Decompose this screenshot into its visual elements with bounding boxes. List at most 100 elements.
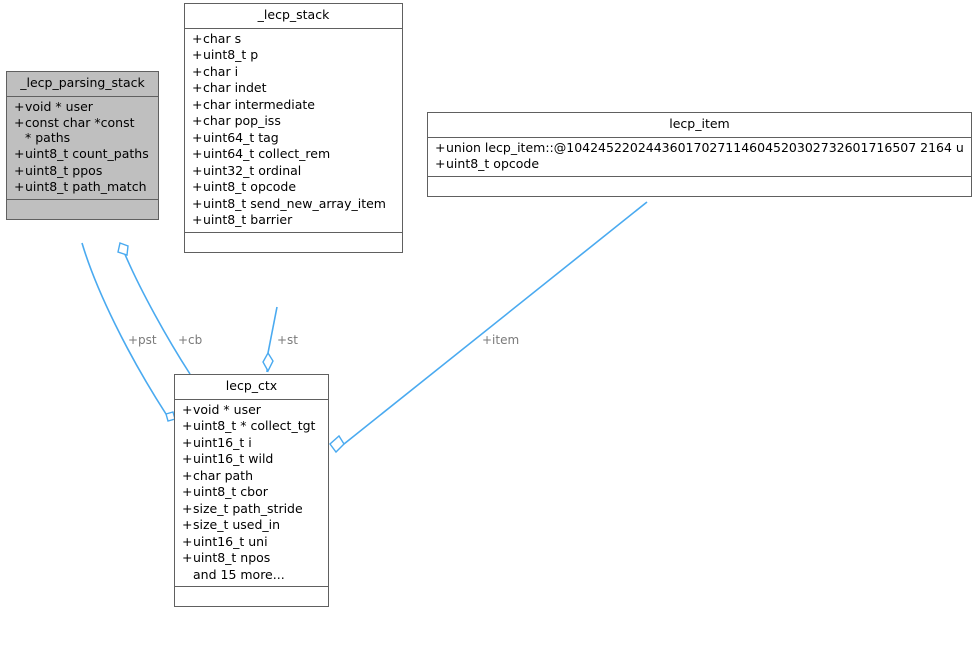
attribute-row: +char pop_iss (185, 113, 402, 130)
attribute-row: +uint8_t barrier (185, 212, 402, 229)
attribute-row: +uint8_t count_paths (7, 146, 158, 163)
attribute-row: +uint8_t ppos (7, 163, 158, 180)
class-title-lecp-parsing-stack: _lecp_parsing_stack (7, 72, 158, 97)
class-title-lecp-item: lecp_item (428, 113, 971, 138)
attribute-text: char indet (203, 80, 267, 95)
attribute-text: uint8_t opcode (203, 179, 297, 194)
visibility-marker: + (192, 129, 203, 145)
visibility-marker: + (192, 30, 203, 46)
class-title-lecp-ctx: lecp_ctx (175, 375, 328, 400)
class-title-lecp-stack: _lecp_stack (185, 4, 402, 29)
visibility-marker: + (182, 418, 193, 433)
edge-cb (117, 242, 191, 375)
class-box-lecp-item[interactable]: lecp_item +union lecp_item::@10424522024… (427, 112, 972, 197)
attribute-row: +uint8_t * collect_tgt (175, 418, 328, 435)
attribute-text: union lecp_item::@1042452202443601702711… (446, 139, 964, 155)
attribute-more-label: and 15 more... (193, 566, 285, 582)
attribute-row: +uint8_t opcode (428, 156, 971, 173)
attribute-row: +size_t used_in (175, 517, 328, 534)
visibility-marker: + (192, 179, 203, 194)
attribute-text: void * user (25, 98, 93, 114)
edge-st (262, 306, 278, 373)
visibility-marker: + (14, 179, 25, 194)
attribute-row: +uint16_t i (175, 435, 328, 452)
attribute-text: uint8_t cbor (193, 484, 268, 499)
edge-label-st: +st (277, 333, 299, 347)
attribute-text: uint16_t uni (193, 533, 268, 549)
visibility-marker: + (182, 484, 193, 499)
class-attributes-lecp-item: +union lecp_item::@104245220244360170271… (428, 138, 971, 177)
attribute-text: uint16_t wild (193, 451, 274, 466)
visibility-marker: + (192, 96, 203, 112)
attribute-row: +char indet (185, 80, 402, 97)
visibility-marker: + (192, 195, 203, 211)
attribute-text: size_t used_in (193, 517, 281, 532)
attribute-text: uint8_t barrier (203, 212, 293, 227)
visibility-marker: + (192, 80, 203, 95)
attribute-text: uint8_t p (203, 47, 259, 62)
attribute-row: +uint8_t cbor (175, 484, 328, 501)
attribute-row: +uint8_t send_new_array_item (185, 196, 402, 213)
attribute-text: uint8_t npos (193, 550, 271, 565)
attribute-text: uint64_t tag (203, 129, 279, 145)
attribute-text: size_t path_stride (193, 500, 303, 516)
visibility-marker: + (192, 162, 203, 178)
visibility-marker: + (435, 139, 446, 155)
attribute-row: +union lecp_item::@104245220244360170271… (428, 140, 971, 157)
attribute-row: +uint8_t opcode (185, 179, 402, 196)
attribute-row: +uint16_t wild (175, 451, 328, 468)
attribute-row: +size_t path_stride (175, 501, 328, 518)
attribute-text: uint16_t i (193, 434, 252, 450)
attribute-text: uint8_t opcode (446, 156, 540, 171)
visibility-marker: + (192, 63, 203, 79)
attribute-row: +char intermediate (185, 97, 402, 114)
attribute-row: +char i (185, 64, 402, 81)
attribute-text: char i (203, 63, 239, 79)
visibility-marker: + (182, 434, 193, 450)
attribute-text: uint8_t count_paths (25, 146, 149, 161)
attribute-row: +uint16_t uni (175, 534, 328, 551)
attribute-row: +uint64_t tag (185, 130, 402, 147)
class-attributes-lecp-parsing-stack: +void * user +const char *const * paths … (7, 97, 158, 200)
attribute-text: char intermediate (203, 96, 315, 112)
visibility-marker: + (192, 47, 203, 62)
class-attributes-lecp-ctx: +void * user +uint8_t * collect_tgt +uin… (175, 400, 328, 587)
class-methods-lecp-parsing-stack (7, 200, 158, 219)
attribute-text: uint8_t send_new_array_item (203, 195, 386, 211)
class-methods-lecp-stack (185, 233, 402, 252)
edge-label-cb: +cb (178, 333, 203, 347)
visibility-marker: + (182, 467, 193, 483)
attribute-row: +char s (185, 31, 402, 48)
attribute-text: uint32_t ordinal (203, 162, 302, 178)
attribute-row: +uint32_t ordinal (185, 163, 402, 180)
visibility-marker: + (182, 401, 193, 417)
attribute-text: uint8_t * collect_tgt (193, 418, 316, 433)
visibility-marker: + (182, 550, 193, 565)
attribute-row: +const char *const (7, 115, 158, 132)
attribute-text: void * user (193, 401, 261, 417)
class-box-lecp-parsing-stack[interactable]: _lecp_parsing_stack +void * user +const … (6, 71, 159, 220)
attribute-text: const char *const (25, 115, 135, 130)
attribute-text: uint64_t collect_rem (203, 146, 331, 161)
class-methods-lecp-ctx (175, 587, 328, 606)
class-attributes-lecp-stack: +char s +uint8_t p +char i +char indet +… (185, 29, 402, 233)
visibility-marker: + (182, 500, 193, 516)
attribute-row: +void * user (7, 99, 158, 116)
attribute-continuation: * paths (25, 129, 71, 145)
visibility-marker: + (182, 451, 193, 466)
visibility-marker: + (182, 517, 193, 532)
attribute-row: +void * user (175, 402, 328, 419)
attribute-text: uint8_t ppos (25, 162, 103, 178)
class-box-lecp-ctx[interactable]: lecp_ctx +void * user +uint8_t * collect… (174, 374, 329, 607)
visibility-marker: + (14, 98, 25, 114)
attribute-row: +char path (175, 468, 328, 485)
class-box-lecp-stack[interactable]: _lecp_stack +char s +uint8_t p +char i +… (184, 3, 403, 253)
visibility-marker: + (14, 146, 25, 161)
visibility-marker: + (182, 533, 193, 549)
visibility-marker: + (14, 162, 25, 178)
visibility-marker: + (192, 113, 203, 128)
attribute-row: +uint64_t collect_rem (185, 146, 402, 163)
visibility-marker: + (192, 212, 203, 227)
attribute-text: char pop_iss (203, 113, 281, 128)
